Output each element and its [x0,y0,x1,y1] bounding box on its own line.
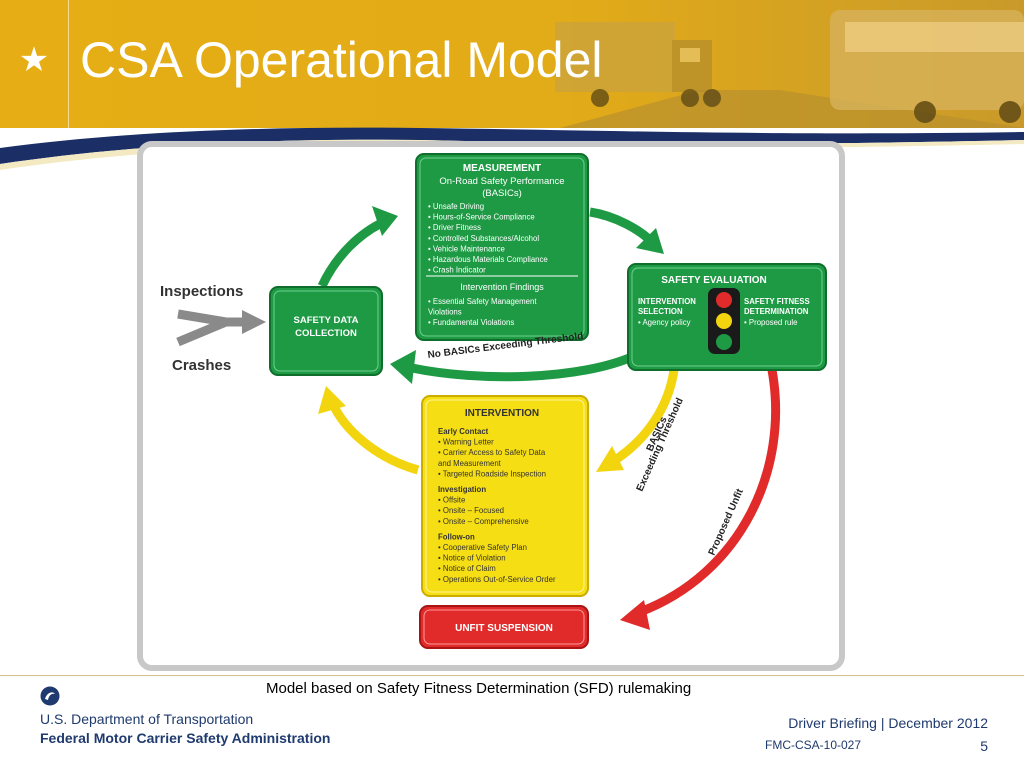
intervention-heading: INTERVENTION [465,408,539,419]
intervention-group-title: Follow-on [438,532,475,541]
dept-name: U.S. Department of Transportation [40,711,254,727]
crashes-label: Crashes [172,357,231,374]
document-code: FMC-CSA-10-027 [765,738,862,752]
intervention-list-item: • Carrier Access to Safety Data [438,448,546,457]
finding-list-item: Violations [428,308,462,317]
inspections-label: Inspections [160,283,243,300]
finding-list-item: • Essential Safety Management [428,297,537,306]
safety-data-box [269,286,383,376]
agency-name: Federal Motor Carrier Safety Administrat… [40,730,331,746]
arrow-head [596,446,624,472]
arrow-head [636,228,664,254]
intervention-group-title: Investigation [438,485,486,494]
header-banner: ★ CSA Operational Model [0,0,1024,128]
intervention-list-item: • Notice of Violation [438,554,506,563]
unfit-suspension-box [419,605,589,649]
arrow-proposed-unfit [638,369,781,617]
dot-logo-icon [40,686,60,706]
intervention-list-item: • Onsite – Comprehensive [438,517,529,526]
intervention-box [421,395,589,597]
arrow-head [390,350,416,384]
intervention-list-item: • Onsite – Focused [438,506,504,515]
bus-icon [830,10,1024,123]
intervention-list-item: • Cooperative Safety Plan [438,543,527,552]
page-number: 5 [980,738,988,754]
star-icon: ★ [18,40,50,80]
intervention-list-item: • Targeted Roadside Inspection [438,469,546,478]
footer-rule [0,675,1024,676]
measurement-sub1: On-Road Safety Performance [439,176,564,187]
arrow-head [318,386,346,414]
truck-photo-background [0,0,1024,128]
sfd-title1: SAFETY FITNESS [744,297,810,306]
measurement-sub2: (BASICs) [482,188,522,199]
intervention-list-item: • Offsite [438,496,465,505]
selection-title2: SELECTION [638,307,683,316]
arrow-head [620,600,650,630]
slide-title: CSA Operational Model [80,32,603,88]
intervention-list-item: • Notice of Claim [438,564,496,573]
caption: Model based on Safety Fitness Determinat… [266,680,692,697]
basic-list-item: • Vehicle Maintenance [428,244,505,253]
basic-list-item: • Hazardous Materials Compliance [428,255,548,264]
arrow-head [242,310,266,334]
sfd-title2: DETERMINATION [744,307,809,316]
arrow-no-basics [411,351,636,382]
arrow-head [372,206,398,236]
intervention-list-item: • Operations Out-of-Service Order [438,575,556,584]
basic-list-item: • Driver Fitness [428,223,481,232]
arrow-evaluation-to-intervention [609,369,679,466]
measurement-heading: MEASUREMENT [463,163,541,174]
selection-title1: INTERVENTION [638,297,696,306]
intervention-list-item: and Measurement [438,459,502,468]
basic-list-item: • Hours-of-Service Compliance [428,213,535,222]
safety-data-line2: COLLECTION [295,328,357,339]
finding-list-item: • Fundamental Violations [428,318,514,327]
measurement-box [415,153,589,341]
unfit-label: UNFIT SUSPENSION [455,623,553,634]
evaluation-heading: SAFETY EVALUATION [661,275,767,286]
intervention-list-item: • Warning Letter [438,438,494,447]
traffic-light-icon [708,288,740,354]
intervention-group-title: Early Contact [438,427,489,436]
briefing-date: Driver Briefing | December 2012 [788,715,988,731]
basic-list-item: • Unsafe Driving [428,202,484,211]
basic-list-item: • Crash Indicator [428,266,486,275]
sfd-item: • Proposed rule [744,318,797,327]
truck-icon [555,22,721,107]
findings-heading: Intervention Findings [460,282,544,292]
basic-list-item: • Controlled Substances/Alcohol [428,234,539,243]
star-box: ★ [0,0,69,128]
arrow-intervention-to-collection [327,400,420,475]
safety-data-line1: SAFETY DATA [294,315,359,326]
selection-item: • Agency policy [638,318,691,327]
